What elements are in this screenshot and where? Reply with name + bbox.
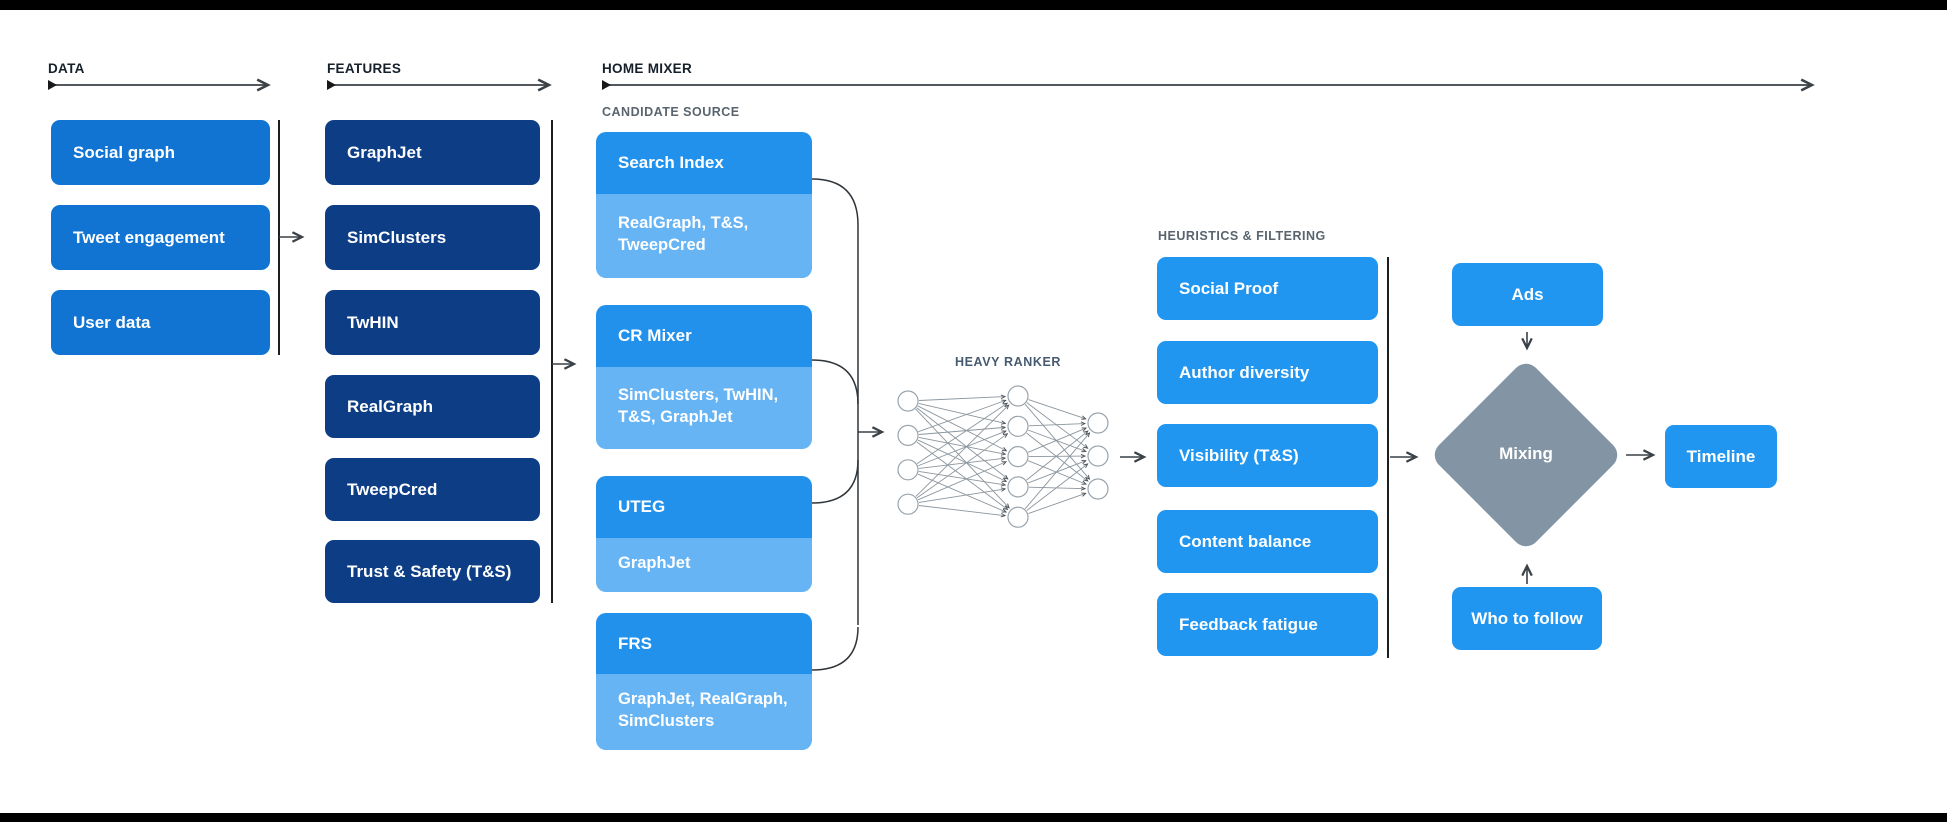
data-box-social-graph: Social graph	[51, 120, 270, 185]
candidate-card-title: CR Mixer	[596, 305, 812, 367]
heuristic-box-label: Content balance	[1179, 531, 1312, 551]
candidate-collector	[811, 178, 859, 671]
heuristic-box-label: Author diversity	[1179, 362, 1310, 382]
feature-box-label: TwHIN	[347, 312, 399, 332]
candidate-card-sources: GraphJet, RealGraph, SimClusters	[596, 674, 812, 750]
timeline-label: Timeline	[1686, 446, 1756, 466]
section-title-home-mixer: HOME MIXER	[602, 61, 693, 76]
candidate-card-sources: RealGraph, T&S, TweepCred	[596, 194, 812, 278]
feature-box-trust-safety: Trust & Safety (T&S)	[325, 540, 540, 603]
feature-box-tweepcred: TweepCred	[325, 458, 540, 521]
heuristic-box-social-proof: Social Proof	[1157, 257, 1378, 320]
heuristic-box-author-diversity: Author diversity	[1157, 341, 1378, 404]
heuristic-box-feedback-fatigue: Feedback fatigue	[1157, 593, 1378, 656]
ads-box-label: Ads	[1511, 284, 1544, 304]
candidate-card-sources: GraphJet	[596, 538, 812, 592]
heuristic-box-label: Social Proof	[1179, 278, 1279, 298]
section-title-features: FEATURES	[327, 61, 402, 76]
ads-box: Ads	[1452, 263, 1603, 326]
candidate-card-search-index: Search Index RealGraph, T&S, TweepCred	[596, 132, 812, 278]
feature-box-label: SimClusters	[347, 227, 447, 247]
heuristic-box-label: Feedback fatigue	[1179, 614, 1318, 634]
candidate-card-title: Search Index	[596, 132, 812, 194]
timeline-box: Timeline	[1665, 425, 1777, 488]
data-box-user-data: User data	[51, 290, 270, 355]
mixing-diamond-label: Mixing	[1499, 444, 1553, 463]
heavy-ranker-network	[897, 385, 1109, 528]
feature-box-label: GraphJet	[347, 142, 422, 162]
candidate-source-label: CANDIDATE SOURCE	[602, 105, 740, 119]
heuristics-filtering-label: HEURISTICS & FILTERING	[1158, 229, 1326, 243]
data-box-label: Social graph	[73, 142, 176, 162]
feature-box-simclusters: SimClusters	[325, 205, 540, 270]
who-to-follow-box: Who to follow	[1452, 587, 1602, 650]
section-header-start-markers	[48, 80, 611, 90]
candidate-card-uteg: UTEG GraphJet	[596, 476, 812, 592]
heuristic-box-content-balance: Content balance	[1157, 510, 1378, 573]
candidate-card-cr-mixer: CR Mixer SimClusters, TwHIN, T&S, GraphJ…	[596, 305, 812, 449]
top-black-bar	[0, 0, 1947, 10]
data-box-label: User data	[73, 312, 151, 332]
data-box-tweet-engagement: Tweet engagement	[51, 205, 270, 270]
candidate-card-title: FRS	[596, 613, 812, 674]
who-to-follow-label: Who to follow	[1471, 608, 1583, 628]
candidate-card-title: UTEG	[596, 476, 812, 538]
feature-box-label: Trust & Safety (T&S)	[347, 561, 512, 581]
feature-box-realgraph: RealGraph	[325, 375, 540, 438]
feature-box-graphjet: GraphJet	[325, 120, 540, 185]
bottom-black-bar	[0, 813, 1947, 822]
feature-box-label: RealGraph	[347, 396, 433, 416]
section-title-data: DATA	[48, 61, 85, 76]
feature-box-twhin: TwHIN	[325, 290, 540, 355]
heavy-ranker-label: HEAVY RANKER	[954, 355, 1062, 369]
data-box-label: Tweet engagement	[73, 227, 225, 247]
candidate-card-frs: FRS GraphJet, RealGraph, SimClusters	[596, 613, 812, 750]
heuristic-box-label: Visibility (T&S)	[1179, 445, 1299, 465]
feature-box-label: TweepCred	[347, 479, 438, 499]
candidate-card-sources: SimClusters, TwHIN, T&S, GraphJet	[596, 367, 812, 449]
heuristic-box-visibility: Visibility (T&S)	[1157, 424, 1378, 487]
